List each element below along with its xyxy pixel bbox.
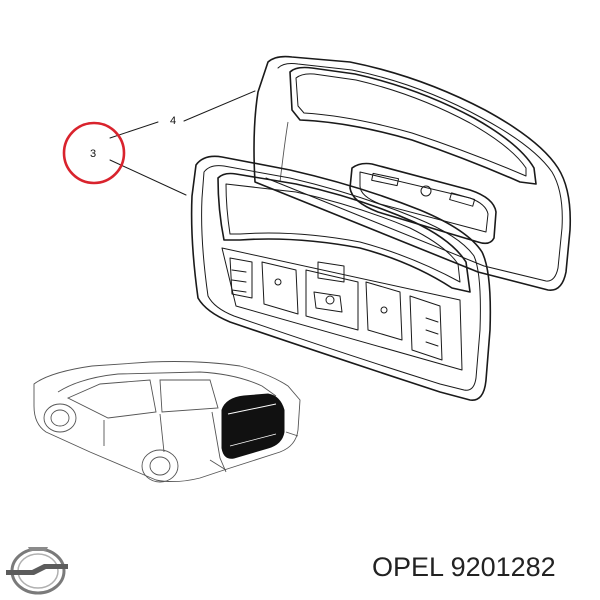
callout-3-label: 3 [90, 148, 96, 160]
part-number-caption: OPEL 9201282 [372, 552, 556, 583]
reference-car-illustration [33, 361, 301, 483]
part-number: 9201282 [450, 552, 556, 582]
inner-tailgate-panel [190, 155, 492, 401]
callout-4-label: 4 [170, 115, 176, 127]
leader-line-4 [183, 90, 256, 122]
highlight-circle [62, 121, 126, 185]
highlighted-rear-window [221, 393, 285, 459]
leader-lines [109, 90, 256, 196]
brand-name: OPEL [372, 552, 444, 582]
leader-line-3-b [109, 159, 187, 196]
outer-tailgate-panel [253, 55, 572, 291]
opel-logo-icon [6, 547, 68, 595]
